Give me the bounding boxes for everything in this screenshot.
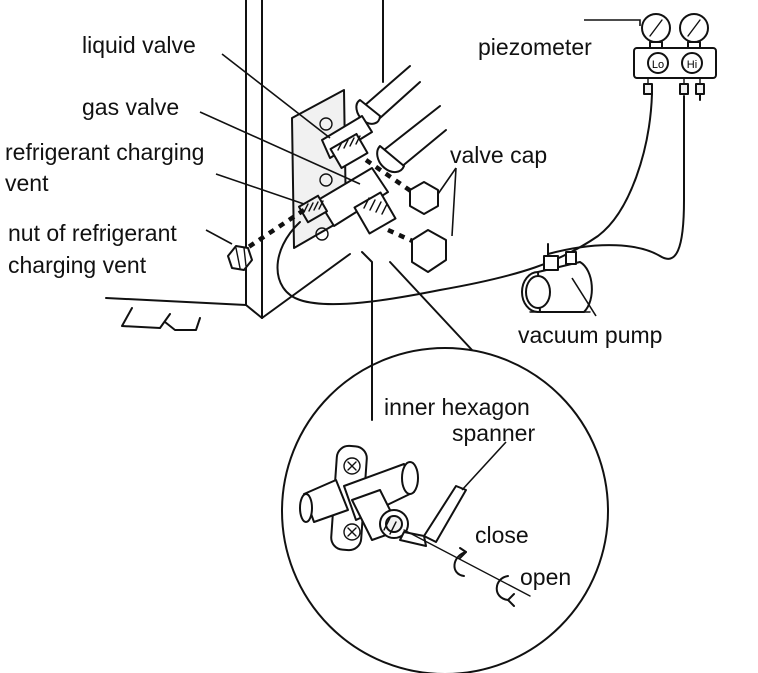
rotate-arrow-icon <box>453 547 515 607</box>
detail-circle <box>281 347 609 673</box>
vacuum-pump-label: vacuum pump <box>518 322 663 348</box>
valve-cap-icon <box>409 181 447 273</box>
gas-valve-icon <box>297 167 397 235</box>
open-label: open <box>520 564 572 590</box>
piezometer-label: piezometer <box>478 34 592 60</box>
hex-key-icon <box>399 485 467 547</box>
nut-label-line2: charging vent <box>8 252 147 278</box>
gauge-lo-label: Lo <box>652 59 664 71</box>
valve-cap-label: valve cap <box>450 142 548 168</box>
vent-leader <box>215 173 305 205</box>
valve-cap-leader <box>437 167 457 237</box>
rotation-axis <box>403 529 531 597</box>
zoom-line-left <box>361 251 373 421</box>
service-valve-icon <box>299 444 419 552</box>
nut-path <box>242 208 306 252</box>
gas-valve-label: gas valve <box>82 94 180 120</box>
inner-hexagon-label-line2: spanner <box>452 420 536 446</box>
vacuum-pump-icon <box>521 243 593 313</box>
charging-vent-label-line2: vent <box>5 170 49 196</box>
charging-vent-label-line1: refrigerant charging <box>5 139 205 165</box>
liquid-valve-icon <box>321 115 373 170</box>
gauge-hi-label: Hi <box>687 59 697 71</box>
charging-hose <box>276 93 653 306</box>
inner-hexagon-label-line1: inner hexagon <box>384 394 530 420</box>
spanner-leader <box>461 441 507 491</box>
close-label: close <box>475 522 529 548</box>
pump-hose <box>547 95 685 260</box>
nut-leader <box>205 229 233 245</box>
vacuum-pump-leader <box>571 277 597 317</box>
nut-label-line1: nut of refrigerant <box>8 220 177 246</box>
zoom-line-right <box>389 261 473 351</box>
liquid-valve-label: liquid valve <box>82 32 196 58</box>
gas-valve-leader <box>199 111 361 185</box>
hex-nut-icon <box>227 245 253 271</box>
manifold-gauge-icon <box>584 13 717 95</box>
refrigerant-pipes <box>355 65 447 174</box>
liquid-valve-leader <box>221 53 331 139</box>
